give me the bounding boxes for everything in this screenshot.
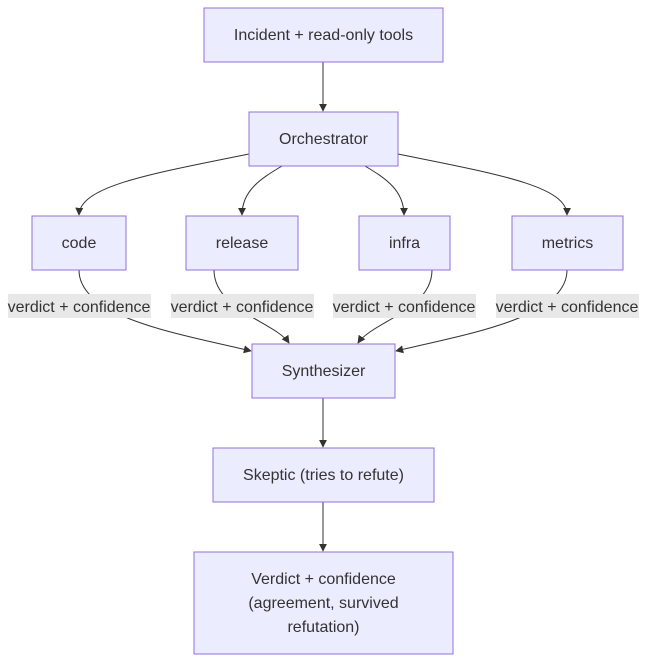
node-release: release <box>185 215 299 271</box>
svg-text:metrics: metrics <box>542 235 594 252</box>
svg-text:Orchestrator: Orchestrator <box>279 131 369 148</box>
svg-text:release: release <box>216 235 269 252</box>
svg-text:verdict + confidence: verdict + confidence <box>171 299 314 316</box>
svg-text:verdict + confidence: verdict + confidence <box>8 299 151 316</box>
edge-orchestrator-release <box>238 165 283 216</box>
edge-orchestrator-metrics <box>397 153 571 216</box>
edge-label-release: verdict + confidence <box>171 294 314 318</box>
node-synthesizer: Synthesizer <box>251 343 396 399</box>
edge-label-infra: verdict + confidence <box>333 294 476 318</box>
edge-orchestrator-infra <box>364 165 408 216</box>
edge-orchestrator-code <box>75 153 250 216</box>
svg-text:verdict + confidence: verdict + confidence <box>333 299 476 316</box>
svg-text:verdict + confidence: verdict + confidence <box>496 299 639 316</box>
edge-metrics-synthesizer <box>395 269 568 354</box>
svg-text:(agreement, survived: (agreement, survived <box>248 595 398 612</box>
svg-text:Synthesizer: Synthesizer <box>282 363 366 380</box>
svg-text:Incident + read-only tools: Incident + read-only tools <box>234 27 413 44</box>
node-verdict: Verdict + confidence (agreement, survive… <box>193 551 454 655</box>
edges <box>75 62 571 552</box>
node-infra: infra <box>358 215 451 271</box>
svg-text:refutation): refutation) <box>287 619 359 636</box>
node-code: code <box>31 215 127 271</box>
node-incident-input: Incident + read-only tools <box>203 7 444 63</box>
edge-label-metrics: verdict + confidence <box>496 294 639 318</box>
node-skeptic: Skeptic (tries to refute) <box>212 447 435 503</box>
node-metrics: metrics <box>511 215 624 271</box>
node-orchestrator: Orchestrator <box>248 111 399 167</box>
svg-text:infra: infra <box>389 235 420 252</box>
edge-code-synthesizer <box>78 269 252 354</box>
edge-label-code: verdict + confidence <box>8 294 151 318</box>
svg-text:Skeptic (tries to refute): Skeptic (tries to refute) <box>243 467 404 484</box>
svg-text:Verdict + confidence: Verdict + confidence <box>251 571 396 588</box>
svg-text:code: code <box>62 235 97 252</box>
